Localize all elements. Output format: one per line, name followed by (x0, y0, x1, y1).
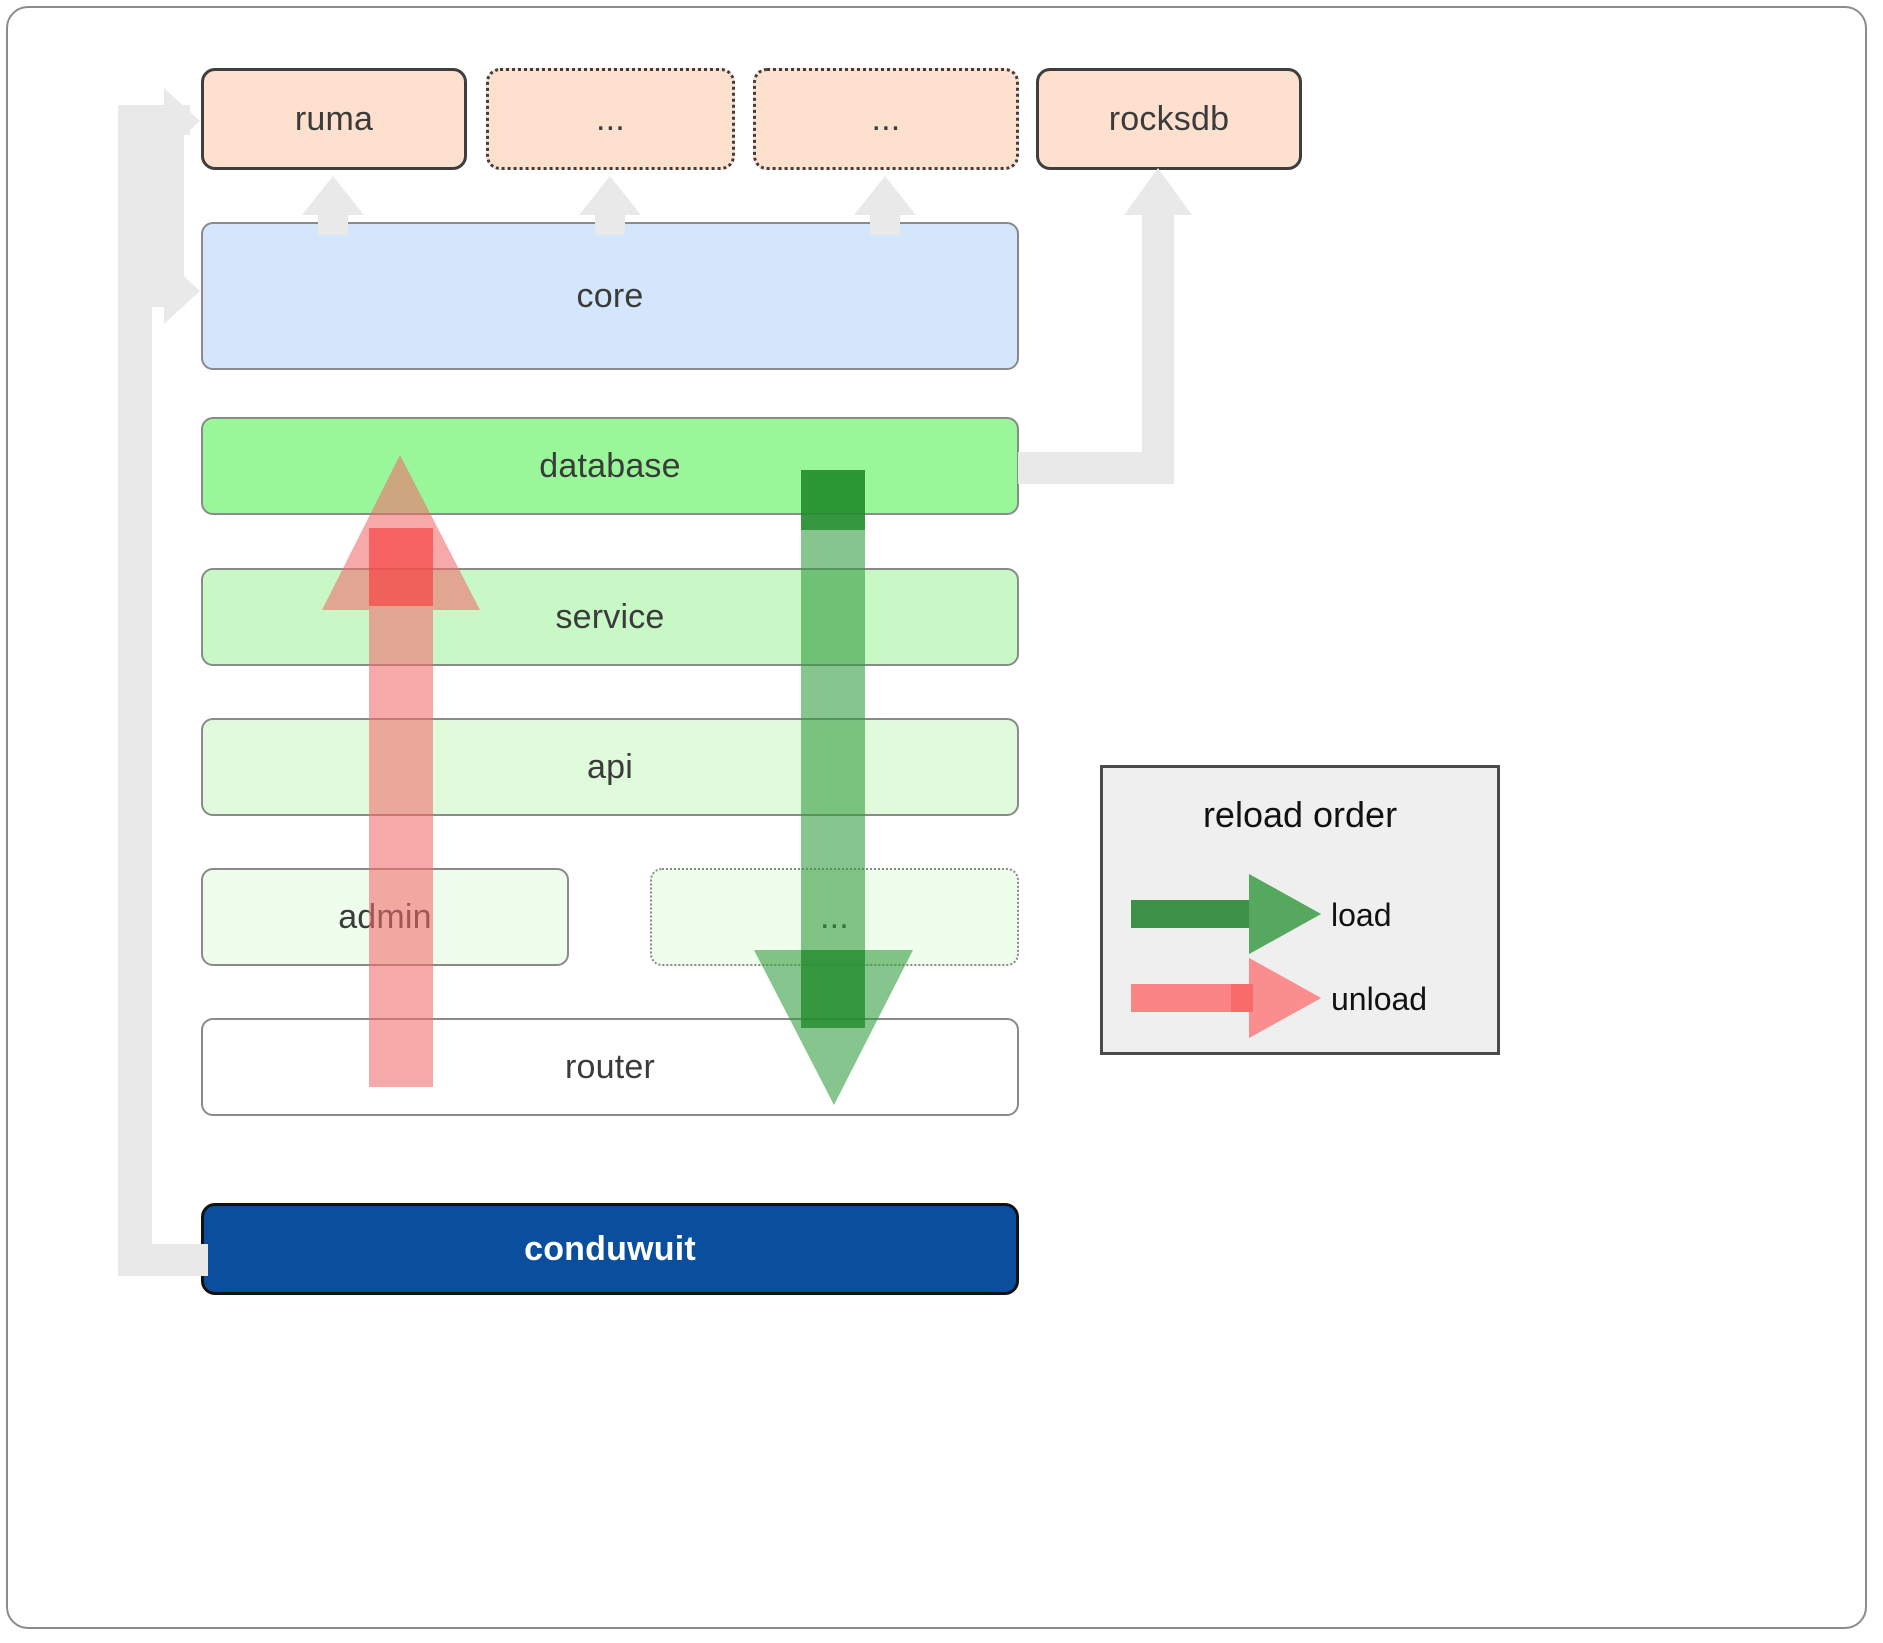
layer-label: admin (338, 897, 432, 936)
dependency-box-ellipsis-1[interactable]: ... (486, 68, 735, 170)
dependency-label: rocksdb (1108, 99, 1230, 138)
legend-label-unload: unload (1331, 980, 1428, 1017)
dependency-label: ... (871, 99, 901, 138)
layer-box-core[interactable]: core (201, 222, 1019, 370)
layer-label: core (576, 276, 644, 315)
layer-box-router[interactable]: router (201, 1018, 1019, 1116)
layer-label: service (555, 597, 665, 636)
layer-box-api[interactable]: api (201, 718, 1019, 816)
dependency-label: ruma (294, 99, 374, 138)
layer-box-ellipsis[interactable]: ... (650, 868, 1019, 966)
dependency-box-rocksdb[interactable]: rocksdb (1036, 68, 1302, 170)
layer-label: ... (820, 897, 849, 936)
legend-entry-load: load (1103, 874, 1503, 954)
layer-box-service[interactable]: service (201, 568, 1019, 666)
layer-box-database[interactable]: database (201, 417, 1019, 515)
load-arrow-icon (1131, 874, 1321, 954)
legend-panel: reload order load unload (1100, 765, 1500, 1055)
binary-label: conduwuit (524, 1229, 696, 1268)
layer-box-admin[interactable]: admin (201, 868, 569, 966)
binary-box-conduwuit[interactable]: conduwuit (201, 1203, 1019, 1295)
legend-label-load: load (1331, 896, 1392, 933)
legend-title: reload order (1202, 794, 1398, 835)
layer-label: api (587, 747, 633, 786)
dependency-box-ruma[interactable]: ruma (201, 68, 467, 170)
dependency-box-ellipsis-2[interactable]: ... (753, 68, 1019, 170)
layer-label: database (539, 446, 681, 485)
dependency-label: ... (596, 99, 625, 138)
layer-label: router (564, 1047, 656, 1086)
unload-arrow-icon (1131, 958, 1321, 1038)
legend-entry-unload: unload (1103, 958, 1503, 1038)
